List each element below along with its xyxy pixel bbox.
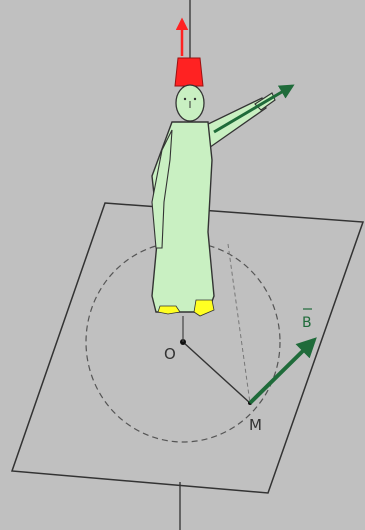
radius-line <box>183 342 250 403</box>
eye-right <box>194 98 196 100</box>
field-vector-b-label: B <box>302 315 312 331</box>
origin-label: O <box>164 345 176 363</box>
ampere-observer <box>152 0 292 342</box>
foot-right <box>194 300 214 316</box>
point-m-label: M <box>249 416 262 434</box>
eye-left <box>184 98 186 100</box>
field-vector-b <box>250 340 314 403</box>
projection-line <box>228 244 250 403</box>
hat <box>175 58 203 86</box>
foot-left <box>158 306 180 314</box>
pointing-arrow <box>214 86 292 132</box>
